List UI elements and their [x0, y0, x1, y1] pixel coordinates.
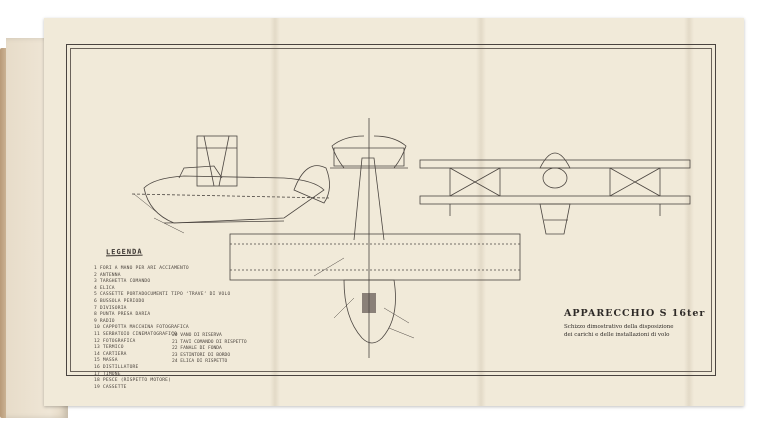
legend-item: 1 FORI A MANO PER ARI ACCIAMENTO [94, 266, 189, 271]
legend-item: 10 CAPPOTTA MACCHINA FOTOGRAFICA [94, 325, 189, 331]
legend-item: 17 TIMONE [94, 371, 121, 377]
foldout-sheet: LEGENDA 1 FORI A MANO PER ARI ACCIAMENTO… [44, 18, 744, 406]
legend-item: 22 FANALE DI FONDA [172, 346, 222, 352]
legend-item: 19 CASSETTE [94, 384, 127, 390]
legend-item: 4 ELICA [94, 285, 115, 291]
legend-item: 20 VANO DI RISERVA [172, 333, 222, 338]
drawing-frame-outer [66, 44, 716, 376]
legend-item: 14 CARTIERA [94, 351, 127, 357]
legend-item: 8 PUNTA PRESA DARIA [94, 312, 151, 318]
sheet-fold [270, 18, 280, 406]
legend-list-col2: 20 VANO DI RISERVA 21 TAVI COMANDO DI RI… [172, 333, 302, 366]
sheet-fold [476, 18, 486, 406]
legend-item: 9 RADIO [94, 318, 115, 324]
leader-lines [133, 193, 415, 339]
legend-item: 16 DISTILLATORE [94, 364, 139, 370]
legend-item: 7 DIVISORIA [94, 305, 127, 311]
legend-item: 23 ESTINTORI DI BORDO [172, 352, 231, 358]
legend-list: 1 FORI A MANO PER ARI ACCIAMENTO 2 ANTEN… [94, 266, 324, 391]
legend-item: 12 FOTOGRAFICA [94, 338, 136, 344]
legend-item: 13 TERMICO [94, 345, 124, 351]
top-view-aircraft [229, 118, 521, 358]
side-view-aircraft [131, 135, 330, 224]
book-cover-edge [0, 48, 10, 418]
legend-item: 2 ANTENNA [94, 272, 121, 278]
legend-item: 3 TARGHETTA COMANDO [94, 279, 151, 285]
aircraft-technical-drawing [131, 118, 691, 358]
legend-title: LEGENDA [105, 247, 143, 257]
book: LEGENDA 1 FORI A MANO PER ARI ACCIAMENTO… [0, 18, 768, 418]
title-block: APPARECCHIO S 16ter Schizzo dimostrativo… [564, 308, 714, 339]
subtitle-line: Schizzo dimostrativo della disposizione [564, 324, 674, 330]
drawing-frame-inner [70, 48, 712, 372]
legend-item: 5 CASSETTE PORTADOCUMENTI TIPO ‘TRAVE’ D… [94, 292, 231, 298]
drawing-subtitle: Schizzo dimostrativo della disposizione … [564, 323, 714, 339]
legend-item: 24 ELICA DI RISPETTO [172, 359, 228, 365]
sheet-fold [684, 18, 694, 406]
legend-item: 15 MASSA [94, 358, 118, 364]
front-view-aircraft [419, 152, 691, 235]
legend-item: 21 TAVI COMANDO DI RISPETTO [172, 339, 247, 345]
subtitle-line: dei carichi e delle installazioni di vol… [564, 332, 670, 338]
legend-item: 11 SERBATOIO CINEMATOGRAFICO [94, 331, 178, 337]
drawing-title: APPARECCHIO S 16ter [564, 308, 706, 319]
legend-item: 18 PESCE (RISPETTO MOTORE) [94, 378, 172, 384]
legend-item: 6 BUSSOLA PERIODO [94, 298, 145, 304]
